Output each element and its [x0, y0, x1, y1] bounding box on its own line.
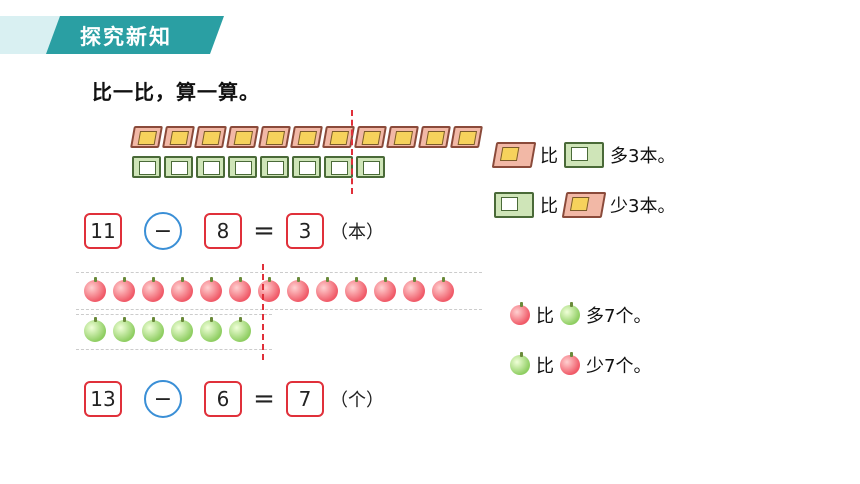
red-apple-icon [403, 277, 425, 302]
equals-sign: = [253, 384, 275, 414]
red-apple-icon [142, 277, 164, 302]
apple-band [76, 272, 482, 310]
compare-result: 多7个。 [586, 306, 652, 327]
green-apple-band [76, 314, 272, 350]
banner-tab [46, 16, 224, 54]
red-book-icon [162, 126, 195, 148]
red-books-row [130, 126, 483, 148]
red-apple-icon [345, 277, 367, 302]
green-apple-icon [113, 317, 135, 342]
operator-circle: − [144, 212, 182, 250]
section-title: 探究新知 [80, 25, 172, 49]
operator-circle: − [144, 380, 182, 418]
compare-result: 少3本。 [610, 196, 676, 217]
red-apple-icon [287, 277, 309, 302]
statement-books-less: 比 少3本。 [494, 192, 681, 218]
red-book-icon [354, 126, 387, 148]
equation-books: 11 − 8 = 3 （本） [84, 212, 384, 250]
red-book-icon [290, 126, 323, 148]
compare-word: 比 [536, 306, 554, 327]
green-book-icon [260, 156, 289, 178]
red-book-icon [322, 126, 355, 148]
green-book-icon [356, 156, 385, 178]
statement-apples-less: 比 少7个。 [510, 352, 657, 378]
green-apple-icon [84, 317, 106, 342]
comparison-divider-books [351, 110, 353, 194]
equation-fruits: 13 − 6 = 7 （个） [84, 380, 384, 418]
red-apples-row [84, 277, 454, 302]
red-apple-icon [560, 352, 580, 375]
green-apple-icon [510, 352, 530, 375]
green-apple-icon [229, 317, 251, 342]
green-books-row [132, 156, 385, 178]
subtrahend-box: 6 [204, 381, 242, 417]
green-book-icon [164, 156, 193, 178]
green-book-icon [324, 156, 353, 178]
green-apple-icon [171, 317, 193, 342]
equals-sign: = [253, 216, 275, 246]
green-book-icon [292, 156, 321, 178]
green-book-icon [228, 156, 257, 178]
red-apple-icon [171, 277, 193, 302]
green-apple-icon [142, 317, 164, 342]
green-book-icon [564, 142, 604, 168]
subtrahend-box: 8 [204, 213, 242, 249]
green-book-icon [494, 192, 534, 218]
red-book-icon [561, 192, 607, 218]
green-book-icon [196, 156, 225, 178]
compare-result: 少7个。 [586, 356, 652, 377]
red-apple-icon [200, 277, 222, 302]
red-apple-icon [510, 302, 530, 325]
red-apple-icon [374, 277, 396, 302]
compare-word: 比 [540, 196, 558, 217]
red-book-icon [258, 126, 291, 148]
red-apple-icon [432, 277, 454, 302]
compare-result: 多3本。 [610, 146, 676, 167]
minuend-box: 11 [84, 213, 122, 249]
section-banner: 探究新知 [0, 16, 224, 54]
statement-apples-more: 比 多7个。 [510, 302, 657, 328]
red-book-icon [130, 126, 163, 148]
red-apple-icon [316, 277, 338, 302]
red-book-icon [194, 126, 227, 148]
unit-label: （个） [330, 390, 384, 411]
instruction-text: 比一比，算一算。 [92, 80, 260, 104]
unit-label: （本） [330, 222, 384, 243]
green-apple-icon [560, 302, 580, 325]
statement-books-more: 比 多3本。 [491, 142, 681, 168]
red-book-icon [418, 126, 451, 148]
result-box: 7 [286, 381, 324, 417]
green-apples-row [84, 317, 251, 342]
red-book-icon [226, 126, 259, 148]
red-book-icon [450, 126, 483, 148]
green-book-icon [132, 156, 161, 178]
minuend-box: 13 [84, 381, 122, 417]
compare-word: 比 [536, 356, 554, 377]
red-apple-icon [84, 277, 106, 302]
result-box: 3 [286, 213, 324, 249]
red-apple-icon [229, 277, 251, 302]
red-apple-icon [113, 277, 135, 302]
comparison-divider-fruits [262, 264, 264, 360]
compare-word: 比 [540, 146, 558, 167]
green-apple-icon [200, 317, 222, 342]
red-book-icon [491, 142, 537, 168]
red-book-icon [386, 126, 419, 148]
